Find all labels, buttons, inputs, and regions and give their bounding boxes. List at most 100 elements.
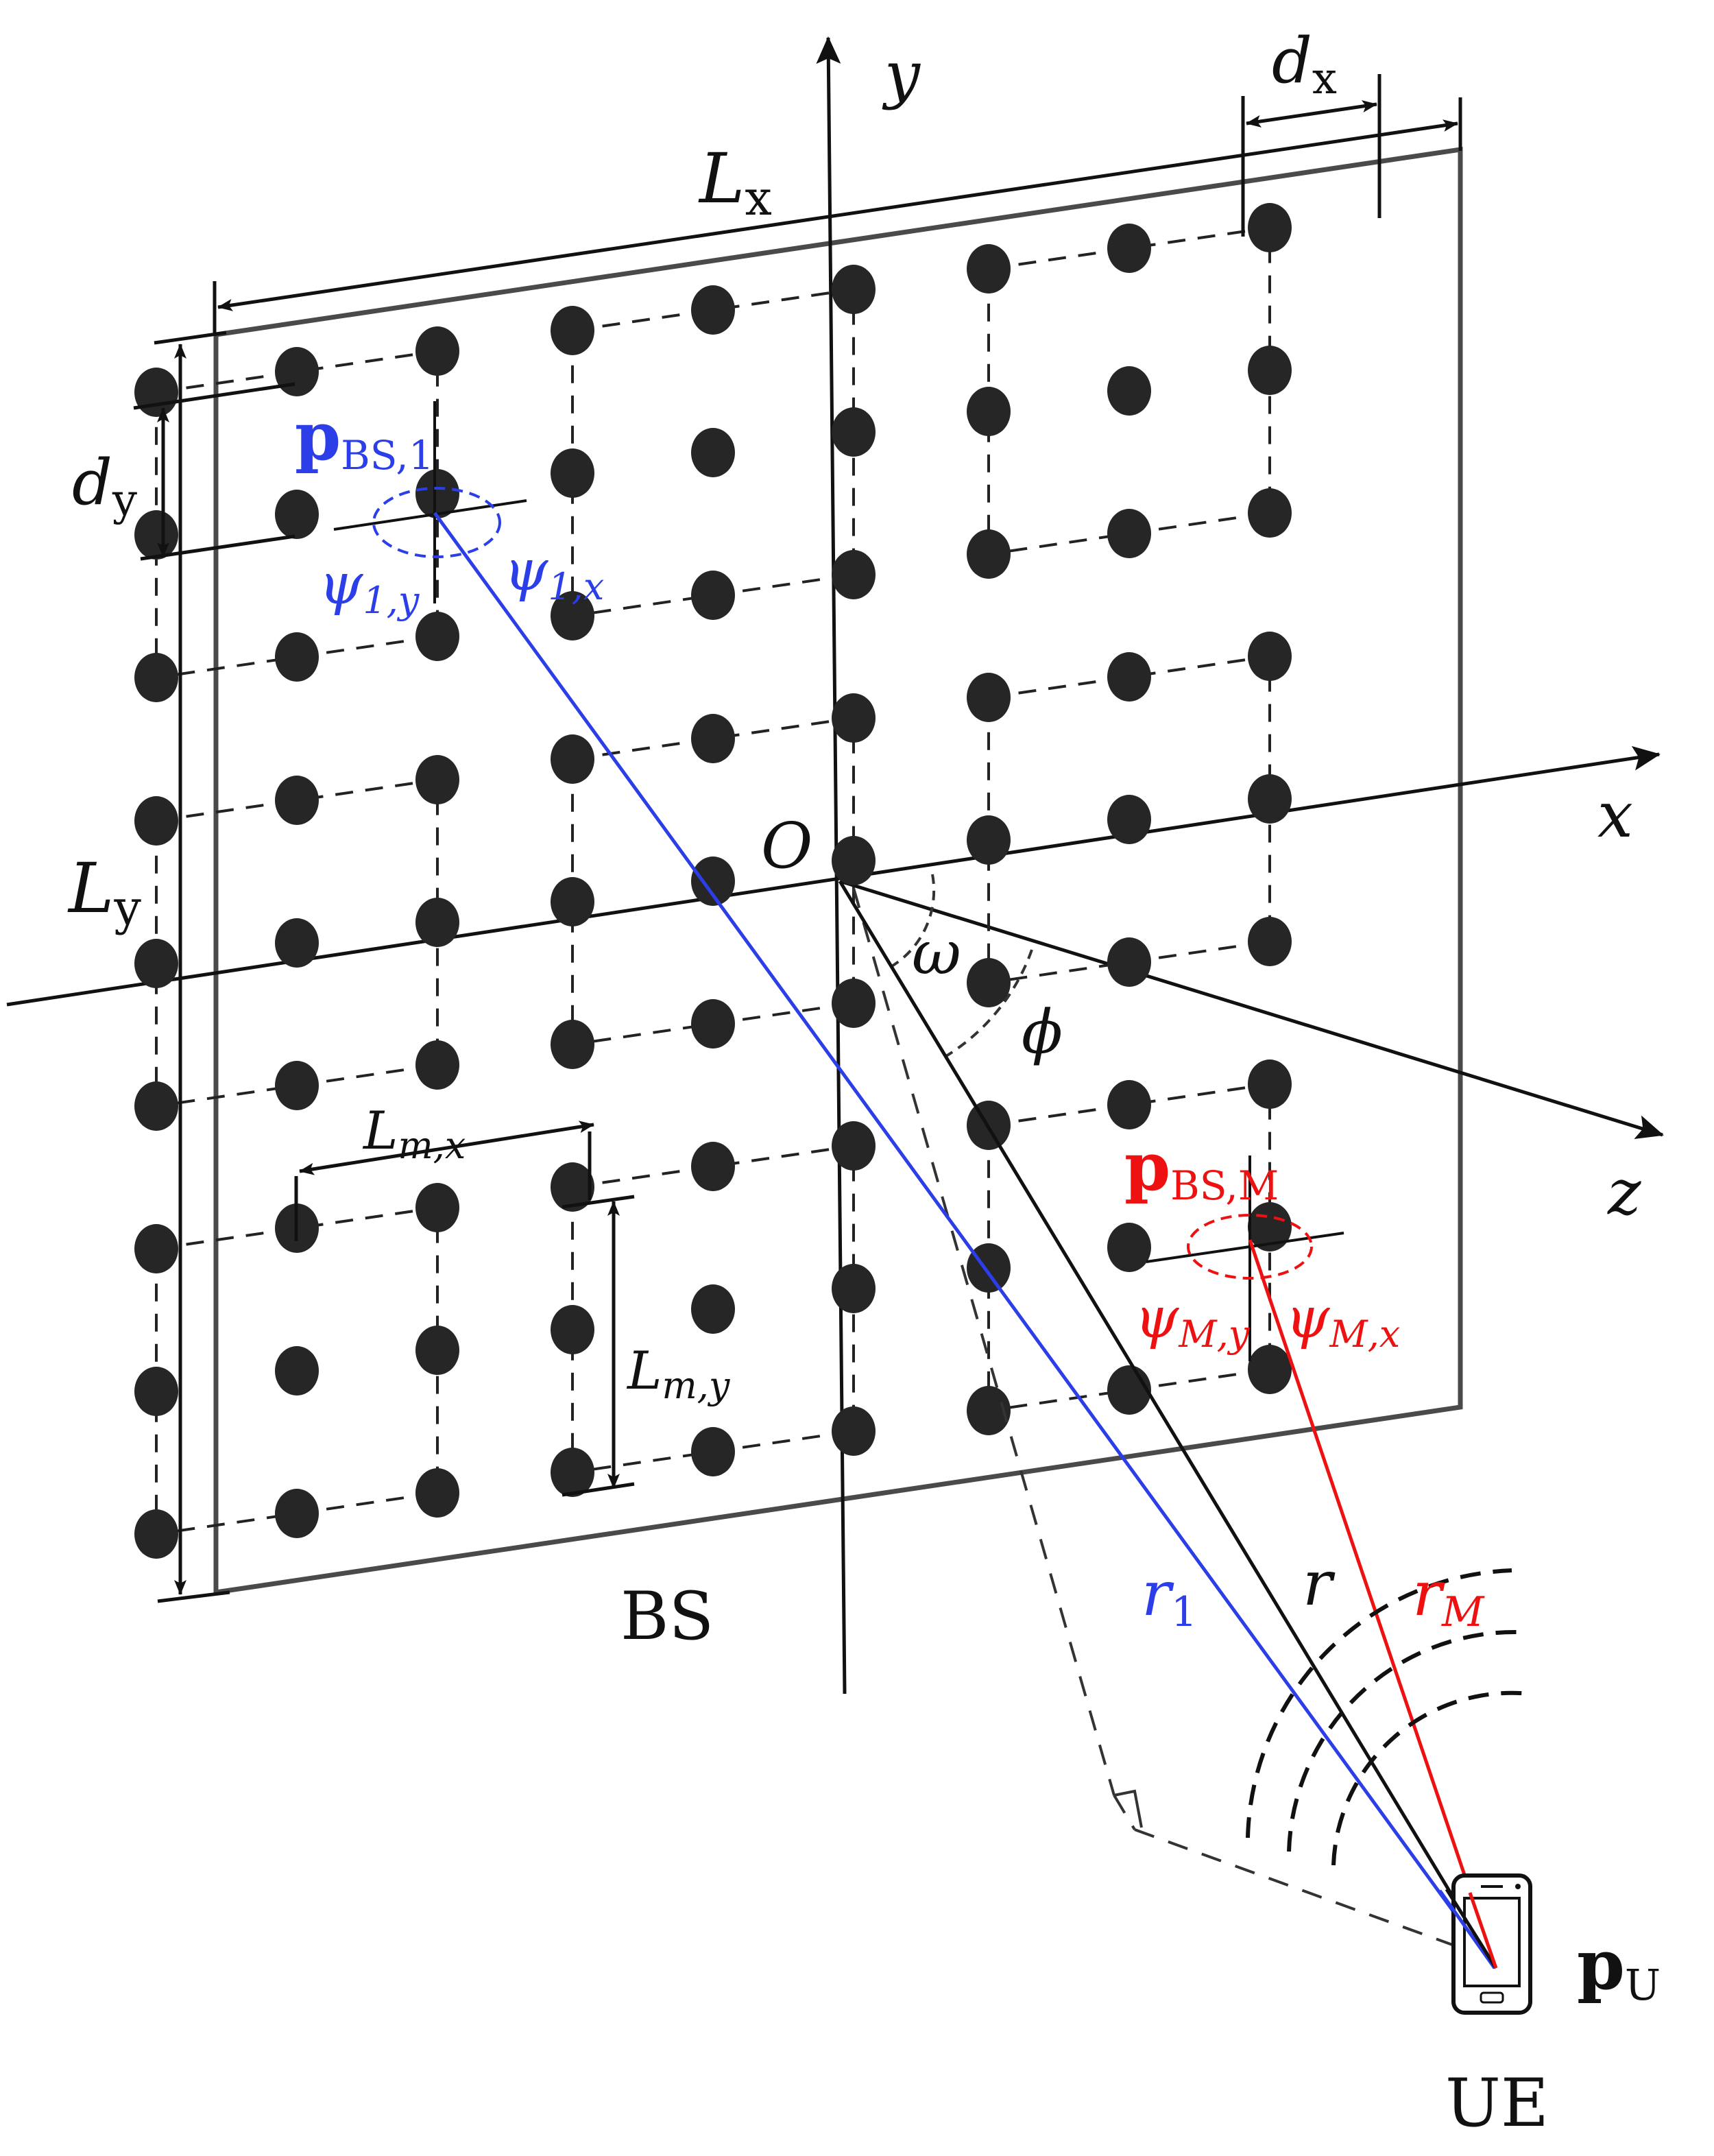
antenna-element	[691, 857, 735, 906]
psi1y-label: ψ1,y	[319, 552, 420, 622]
antenna-element	[1107, 1080, 1151, 1129]
antenna-element	[1107, 937, 1151, 987]
antenna-element	[1248, 346, 1292, 395]
antenna-element	[551, 1020, 594, 1069]
antenna-element	[275, 632, 319, 682]
antenna-element	[275, 347, 319, 396]
dy-dimension	[133, 382, 295, 561]
antenna-element	[832, 979, 876, 1028]
antenna-element	[551, 1305, 594, 1354]
antenna-element	[275, 1489, 319, 1538]
dx-dimension	[1241, 74, 1381, 237]
antenna-element	[832, 265, 876, 314]
antenna-element	[832, 836, 876, 885]
antenna-element	[691, 571, 735, 620]
psiMx-label: ψM,x	[1286, 1286, 1400, 1356]
antenna-element	[967, 387, 1011, 436]
antenna-element	[415, 1183, 459, 1232]
antenna-element	[1248, 1345, 1292, 1394]
ray-r	[838, 880, 1498, 1969]
antenna-element	[1248, 203, 1292, 252]
element-1-local-axes	[333, 401, 527, 603]
antenna-element	[691, 1427, 735, 1476]
antenna-element	[551, 1448, 594, 1497]
antenna-element	[1107, 366, 1151, 416]
dy-label: dy	[72, 446, 137, 526]
ray-r1	[433, 512, 1497, 1969]
antenna-element	[832, 407, 876, 457]
antenna-element	[415, 326, 459, 376]
antenna-element	[967, 958, 1011, 1007]
antenna-element	[1107, 795, 1151, 844]
omega-arc	[884, 874, 936, 972]
ray-rM	[1248, 1239, 1498, 1969]
omega-label: ω	[912, 918, 961, 988]
antenna-element	[1107, 1223, 1151, 1272]
antenna-element	[967, 673, 1011, 722]
antenna-element	[1107, 1365, 1151, 1415]
x-axis	[6, 745, 1661, 1007]
antenna-element	[967, 815, 1011, 865]
ue-label: UE	[1445, 2065, 1549, 2142]
antenna-element	[275, 490, 319, 539]
Lx-dimension	[213, 97, 1462, 336]
antenna-element	[134, 1367, 178, 1416]
pU-label: pU	[1577, 1924, 1661, 2010]
antenna-element	[1248, 632, 1292, 681]
r-label: r	[1303, 1548, 1336, 1620]
antenna-element	[1248, 774, 1292, 824]
antenna-element	[967, 1386, 1011, 1435]
subarray-outline	[155, 349, 439, 680]
antenna-element	[691, 999, 735, 1049]
antenna-element	[275, 1346, 319, 1396]
antenna-element	[967, 529, 1011, 579]
antenna-element	[275, 1061, 319, 1110]
antenna-element	[134, 796, 178, 846]
antenna-element	[967, 244, 1011, 294]
bs-label: BS	[620, 1578, 714, 1655]
antenna-element	[415, 1326, 459, 1375]
antenna-element	[415, 469, 459, 518]
antenna-element	[691, 1284, 735, 1334]
subarray-outline	[155, 1206, 439, 1536]
y-axis-label: y	[882, 38, 921, 111]
antenna-element	[134, 653, 178, 702]
antenna-element	[691, 285, 735, 335]
antenna-element	[832, 1406, 876, 1456]
antenna-element	[551, 448, 594, 498]
subarray-grid	[134, 203, 1292, 1559]
signal-waves-icon	[1246, 1568, 1530, 1866]
phi-arc	[945, 949, 1033, 1057]
subarray-outline	[987, 1082, 1271, 1413]
antenna-element	[415, 612, 459, 661]
z-axis	[839, 879, 1664, 1140]
pbsM-label: pBS,M	[1124, 1128, 1279, 1209]
phone-icon	[1451, 1873, 1532, 2015]
antenna-element	[134, 510, 178, 560]
antenna-element	[134, 368, 178, 417]
antenna-element	[134, 939, 178, 988]
antenna-element	[551, 306, 594, 355]
antenna-element	[832, 693, 876, 743]
antenna-element	[134, 1224, 178, 1273]
antenna-element	[1248, 488, 1292, 538]
antenna-element	[415, 898, 459, 947]
subarray-outline	[571, 716, 855, 1046]
Lmx-dimension	[294, 1121, 594, 1241]
projection-lines	[852, 887, 1502, 1964]
antenna-element	[275, 776, 319, 825]
antenna-element	[1107, 509, 1151, 558]
antenna-element	[134, 1509, 178, 1559]
antenna-element	[691, 714, 735, 763]
antenna-element	[832, 1121, 876, 1171]
antenna-element	[1107, 652, 1151, 702]
element-M-local-axes	[1146, 1155, 1344, 1361]
antenna-element	[415, 1468, 459, 1518]
psiMy-label: ψM,y	[1135, 1286, 1251, 1356]
antenna-element	[551, 591, 594, 640]
antenna-element	[832, 550, 876, 599]
Lx-label: Lx	[698, 139, 772, 226]
x-axis-label: x	[1597, 778, 1633, 852]
r1-label: r1	[1142, 1558, 1197, 1636]
